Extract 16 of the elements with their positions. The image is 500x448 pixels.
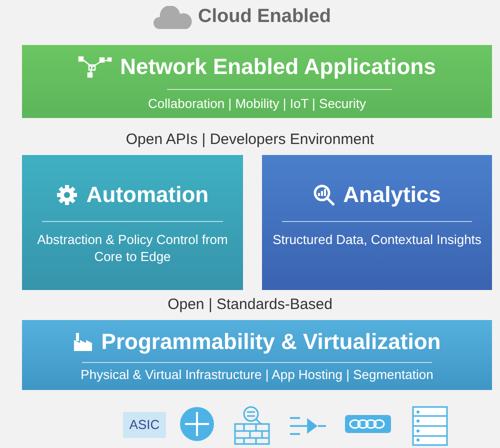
layer-description: Abstraction & Policy Control from Core to Edge — [36, 231, 229, 265]
layer-box — [22, 320, 492, 390]
layer-title: Network Enabled Applications — [120, 54, 436, 80]
layer-description: Physical & Virtual Infrastructure | App Hosting | Segmentation — [80, 366, 434, 383]
layer-title: Analytics — [343, 182, 441, 208]
chip-box: ASIC — [123, 412, 166, 438]
layer-title: Programmability & Virtualization — [101, 329, 441, 355]
layer-connector-text: Open APIs | Developers Environment — [124, 131, 376, 148]
layer-box — [22, 155, 243, 290]
layer-description: Collaboration | Mobility | IoT | Security — [147, 95, 367, 112]
layer-title: Automation — [86, 182, 209, 208]
section-heading: Cloud Enabled — [198, 6, 331, 28]
layer-box — [262, 155, 492, 290]
layer-description: Structured Data, Contextual Insights — [272, 231, 482, 248]
layer-box — [22, 45, 492, 118]
layer-connector-text: Open | Standards-Based — [166, 296, 334, 313]
